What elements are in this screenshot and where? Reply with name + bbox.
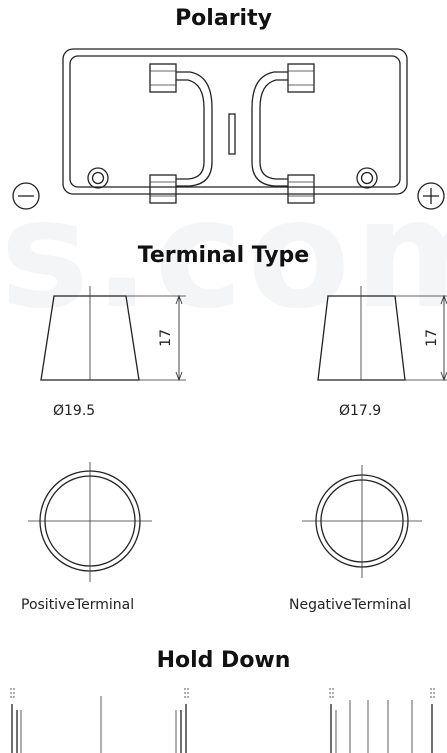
positive-terminal-post-icon [356,167,378,189]
polarity-title: Polarity [175,6,272,31]
battery-outer-outline [62,48,408,195]
positive-terminal-side-view: 17 [40,286,186,382]
negative-diameter-label: Ø17.9 [339,403,382,419]
right-carry-handle [251,63,315,204]
battery-vent-slot [228,113,236,155]
terminal-type-title: Terminal Type [137,243,310,268]
negative-terminal-side-view: 17 [317,286,447,382]
positive-polarity-icon [417,182,445,210]
negative-terminal-post-icon [87,167,109,189]
positive-diameter-label: Ø19.5 [53,403,96,419]
positive-terminal-top-view [28,462,152,582]
negative-polarity-icon [12,182,40,210]
left-carry-handle [149,63,213,204]
battery-inner-outline [69,55,401,188]
hold-down-profile-left [10,688,189,753]
hold-down-profile-right [329,688,435,753]
watermark: s.com [0,195,447,315]
negative-terminal-label: NegativeTerminal [289,597,411,613]
negative-terminal-top-view [302,465,422,578]
positive-height-dimension: 17 [158,329,174,347]
positive-terminal-label: PositiveTerminal [21,597,135,613]
hold-down-title: Hold Down [156,648,291,673]
battery-top-view [12,48,445,210]
negative-height-dimension: 17 [424,329,440,347]
